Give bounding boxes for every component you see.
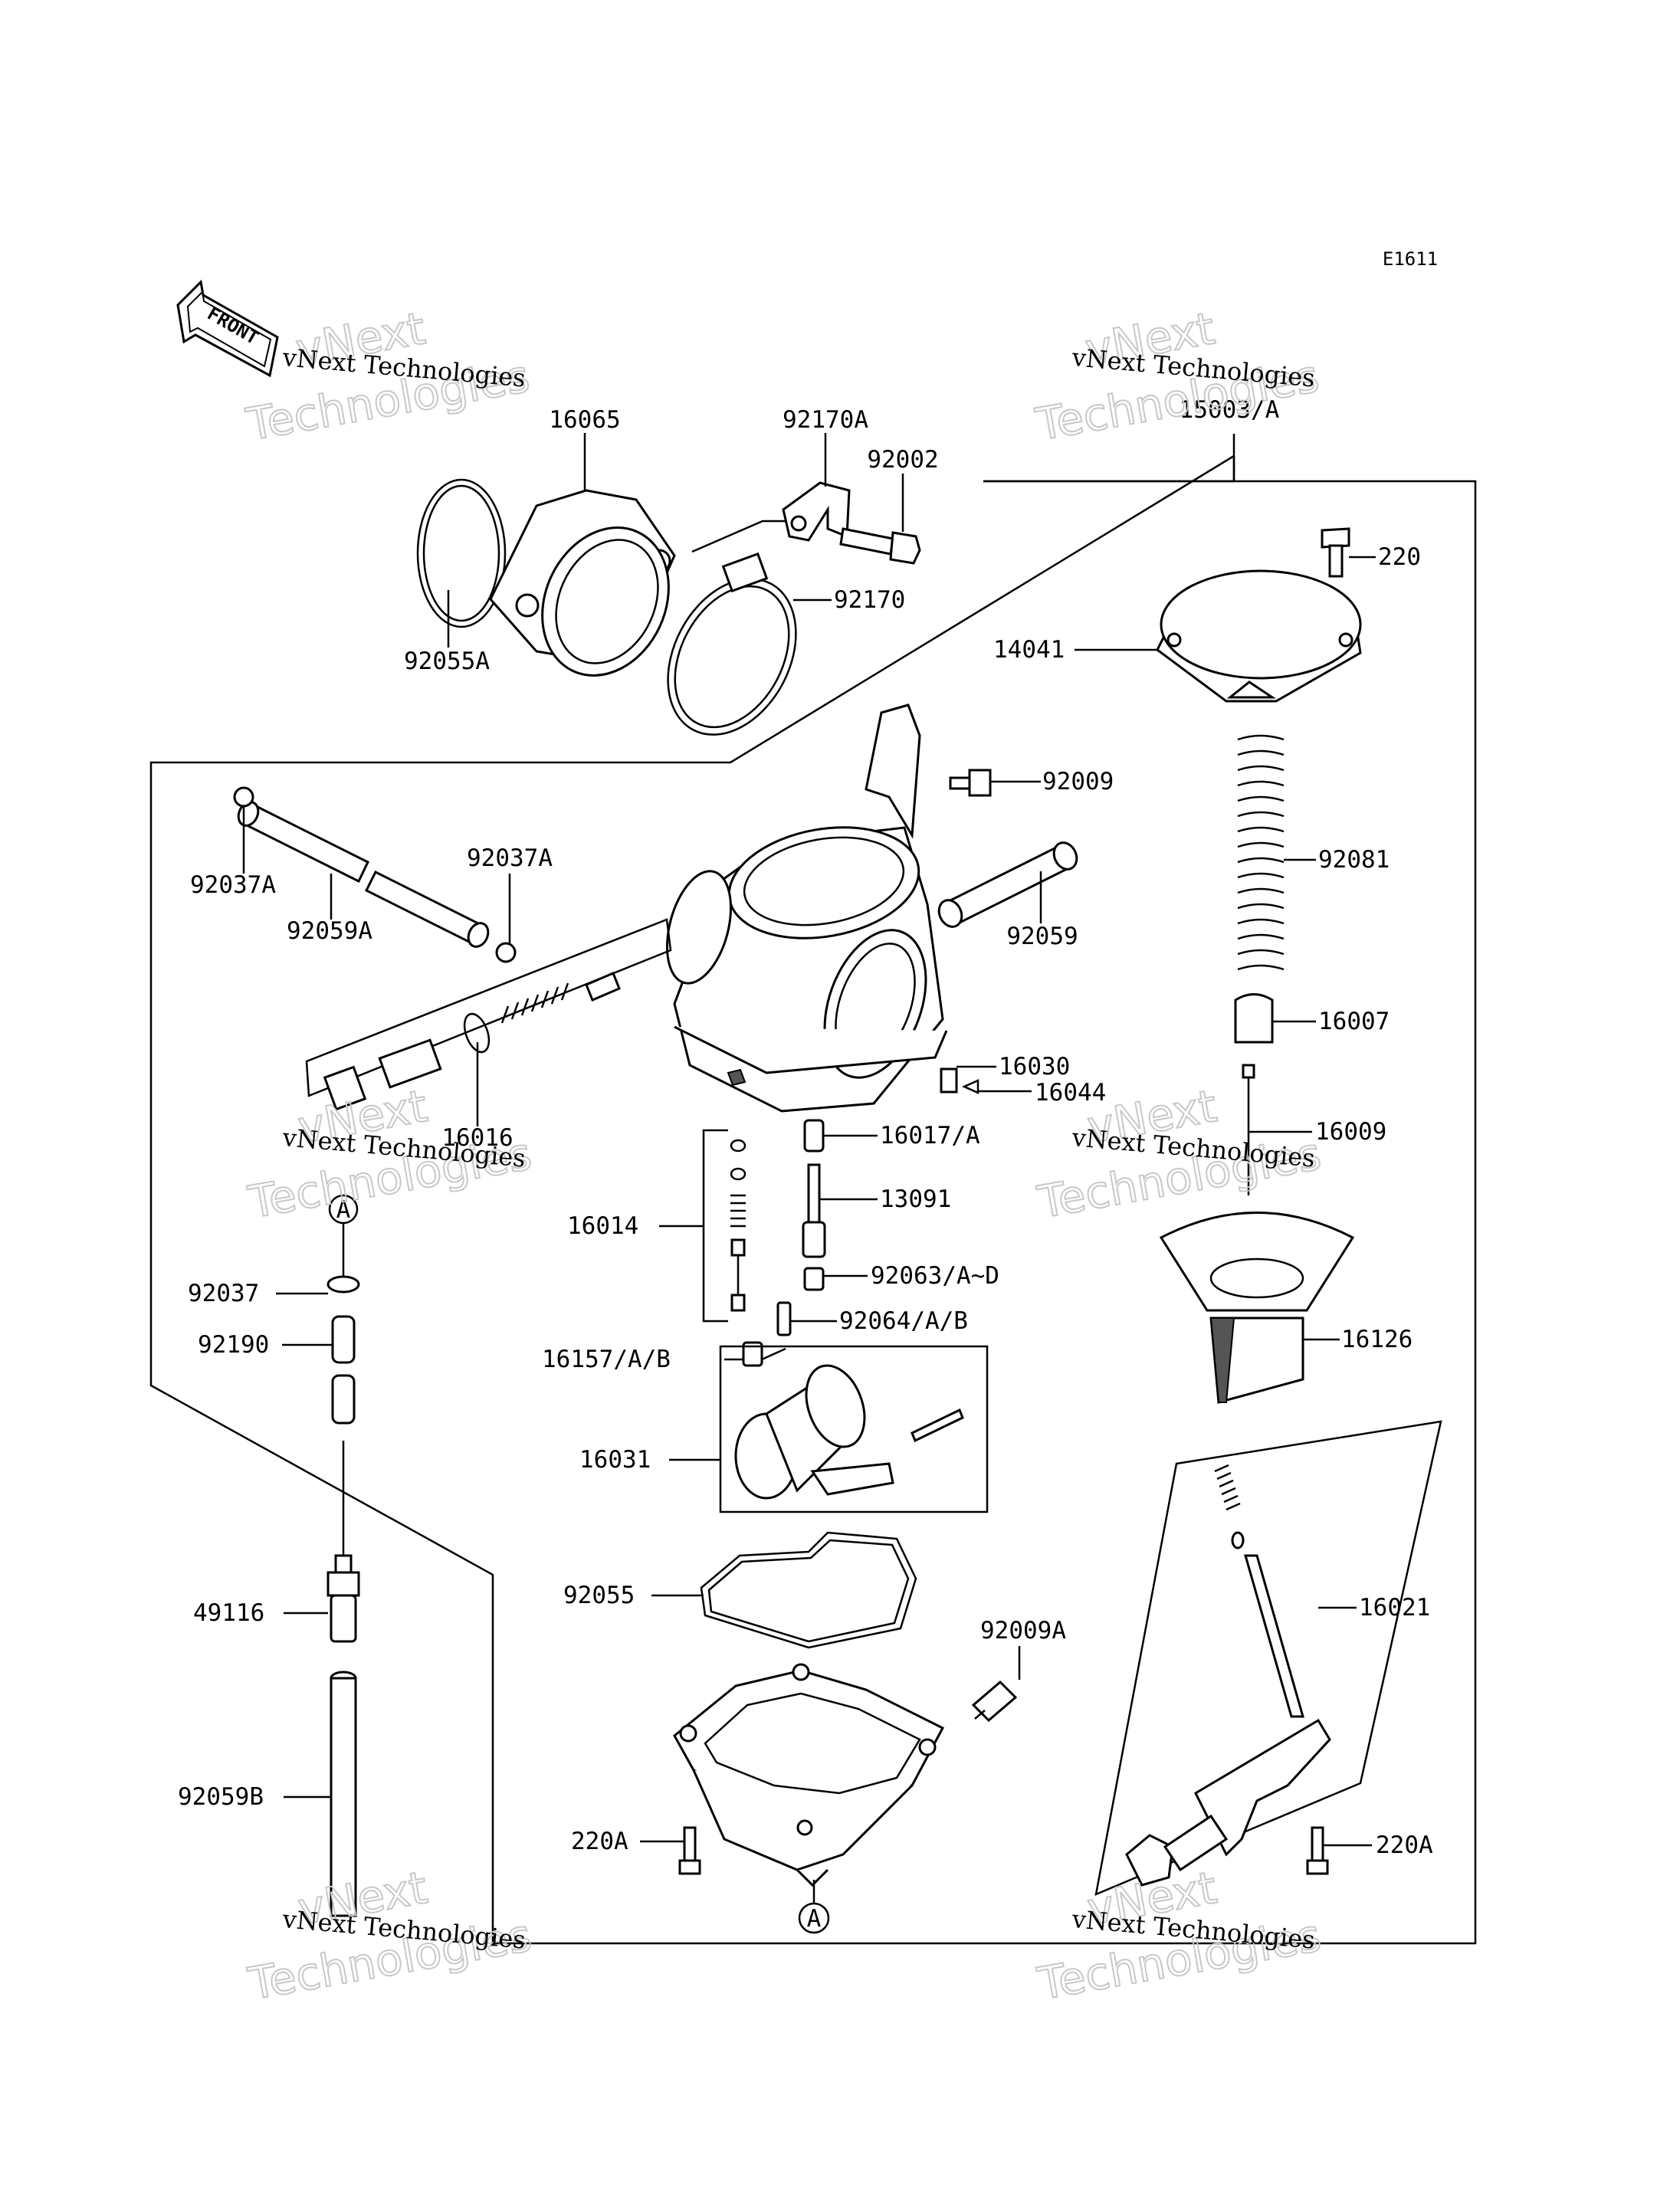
fitting-49116 [326, 1554, 360, 1643]
label-92055a: 92055A [404, 648, 490, 675]
label-220a-right: 220A [1376, 1831, 1433, 1859]
top-cover-14041 [1156, 569, 1362, 703]
marker-a-bottom-label: A [807, 1905, 822, 1933]
tube-92190 [331, 1315, 356, 1425]
screw-220 [1321, 527, 1350, 578]
label-16065: 16065 [549, 406, 620, 434]
label-16021: 16021 [1359, 1594, 1430, 1622]
bracket-16014 [702, 1129, 728, 1323]
choke-plunger-16021 [1125, 1464, 1331, 1887]
jet-16157 [742, 1341, 763, 1367]
front-arrow-icon: FRONT [176, 279, 279, 378]
label-92059: 92059 [1006, 923, 1078, 950]
holder-16007 [1234, 993, 1274, 1044]
label-92081: 92081 [1318, 846, 1390, 874]
box-16021 [1094, 1420, 1442, 1897]
needle-16009 [1242, 1064, 1255, 1195]
diagram-reference-code: E1611 [1383, 248, 1438, 270]
bolt-92002 [839, 527, 921, 565]
label-92009a: 92009A [980, 1617, 1066, 1644]
screw-220a-left [678, 1826, 701, 1875]
label-92037a-left: 92037A [190, 871, 276, 899]
label-220: 220 [1378, 543, 1421, 571]
o-ring-92055a [416, 478, 507, 628]
label-92190: 92190 [198, 1331, 269, 1359]
needle-valve-16014 [730, 1139, 746, 1312]
gasket-92055 [700, 1531, 917, 1649]
part-16030 [940, 1067, 958, 1094]
pilot-screw-16016 [305, 918, 672, 1111]
label-92055: 92055 [563, 1582, 635, 1609]
tube-92059a [237, 801, 490, 948]
label-16030: 16030 [999, 1053, 1070, 1080]
label-16014: 16014 [567, 1212, 638, 1240]
bracket-92170a [782, 481, 851, 542]
label-16044: 16044 [1035, 1079, 1106, 1107]
marker-a-top-label: A [336, 1196, 351, 1224]
needle-jet-13091 [802, 1163, 826, 1258]
label-16126: 16126 [1341, 1326, 1413, 1353]
label-92037: 92037 [188, 1280, 259, 1307]
label-13091: 13091 [880, 1185, 951, 1213]
label-16007: 16007 [1318, 1008, 1390, 1035]
leader-92170a-link [691, 520, 789, 553]
tube-92059 [937, 841, 1078, 928]
diaphragm-slide-16126 [1159, 1212, 1355, 1404]
screw-220a-right [1306, 1826, 1329, 1875]
label-16157: 16157/A/B [542, 1346, 671, 1373]
label-92063: 92063/A~D [871, 1262, 999, 1290]
label-16017a: 16017/A [880, 1122, 980, 1149]
jet-16017a [803, 1119, 825, 1153]
accelerator-pump-16031 [734, 1364, 964, 1500]
label-14041: 14041 [993, 636, 1065, 664]
box-16031 [719, 1345, 989, 1513]
marker-a-bottom: A [798, 1902, 830, 1934]
main-jet-92063 [803, 1267, 825, 1291]
screw-92009a [971, 1680, 1018, 1723]
label-92170a: 92170A [783, 406, 868, 434]
pilot-jet-92064 [776, 1301, 792, 1336]
clip-92037a-right [495, 942, 517, 963]
clip-92037a-left [233, 786, 254, 808]
part-16044 [961, 1079, 979, 1094]
label-15003a: 15003/A [1180, 396, 1280, 424]
label-16009: 16009 [1315, 1118, 1386, 1146]
label-92009: 92009 [1042, 768, 1114, 795]
label-16031: 16031 [579, 1446, 651, 1474]
label-49116: 49116 [193, 1599, 264, 1627]
label-16016: 16016 [441, 1124, 513, 1152]
label-92037a-right: 92037A [467, 844, 553, 872]
label-92170: 92170 [834, 586, 905, 614]
label-220a-left: 220A [571, 1828, 628, 1855]
label-92059b: 92059B [178, 1783, 264, 1811]
screw-92009 [949, 769, 992, 797]
leader-16157-b [761, 1347, 786, 1361]
clip-92037 [326, 1275, 360, 1294]
label-92064: 92064/A/B [839, 1307, 968, 1335]
label-92002: 92002 [867, 446, 938, 474]
carburetor-body [665, 703, 948, 1113]
label-92059a: 92059A [287, 917, 372, 945]
float-bowl [673, 1663, 945, 1887]
clamp-92170 [667, 552, 797, 736]
assembly-outline [149, 454, 1477, 1945]
spring-92081 [1237, 734, 1285, 971]
intake-holder-16065 [489, 489, 676, 677]
